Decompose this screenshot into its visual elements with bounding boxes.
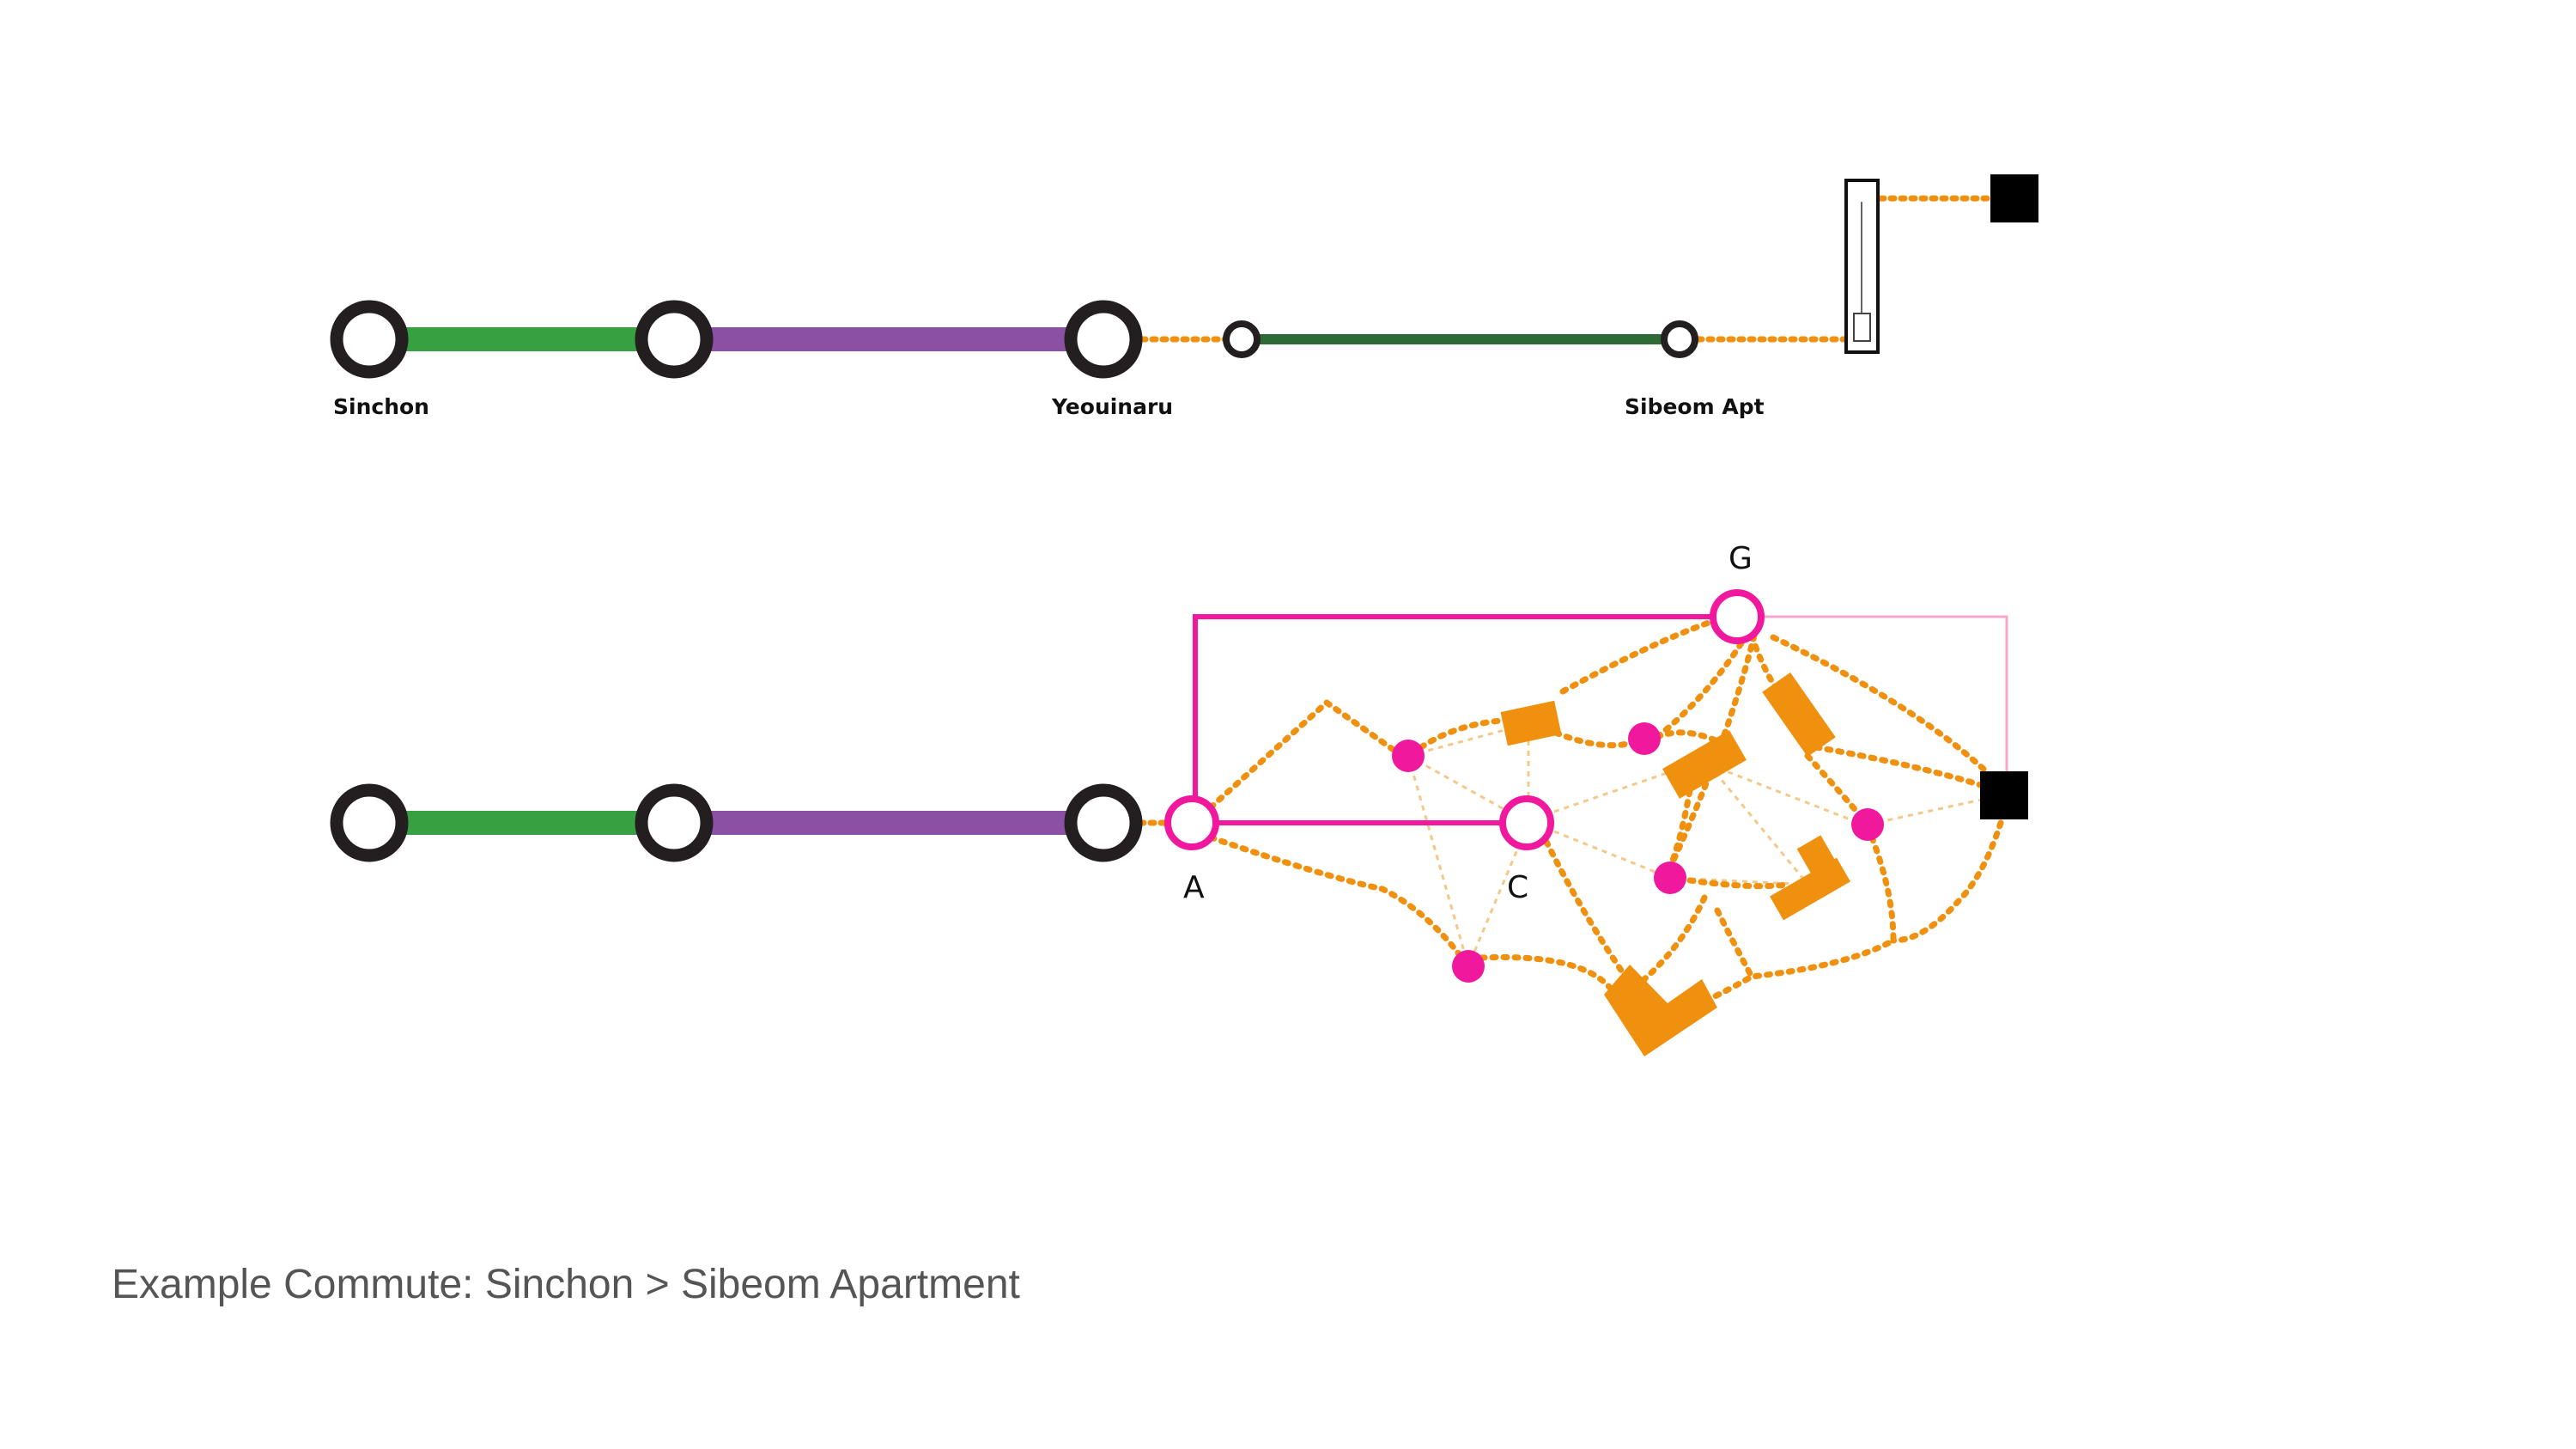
caption: Example Commute: Sinchon > Sibeom Apartm…	[112, 1262, 1020, 1307]
pink-point-icon	[1392, 740, 1425, 772]
node-g	[1710, 589, 1765, 644]
node-label-c: C	[1507, 870, 1528, 905]
station-marker	[1661, 320, 1698, 358]
station-marker	[635, 300, 714, 379]
station-marker	[330, 300, 409, 379]
orange-building-icon	[1500, 700, 1562, 746]
station-label-sinchon: Sinchon	[333, 394, 429, 419]
station-marker	[1064, 300, 1143, 379]
pink-point-icon	[1452, 950, 1485, 983]
orange-building-icon	[1662, 730, 1747, 799]
pink-point-icon	[1654, 861, 1686, 894]
route-top: Sinchon Yeouinaru Sibeom Apt	[330, 174, 2038, 419]
pink-point-icon	[1628, 722, 1661, 755]
destination-square-icon	[1980, 771, 2028, 819]
node-label-a: A	[1183, 870, 1205, 905]
station-marker	[1223, 320, 1261, 358]
orange-building-icon	[1604, 965, 1717, 1056]
station-marker	[635, 783, 714, 862]
pink-points	[1392, 722, 1884, 983]
pink-route	[1193, 614, 2008, 825]
destination-square-icon	[1990, 174, 2038, 222]
node-label-g: G	[1728, 541, 1753, 576]
station-marker	[1064, 783, 1143, 862]
orange-building-icon	[1770, 835, 1850, 921]
walk-network	[1207, 619, 2004, 1008]
route-bottom: A C G	[330, 541, 2028, 1056]
station-label-sibeom-apt: Sibeom Apt	[1625, 394, 1765, 419]
station-marker	[330, 783, 409, 862]
elevator-icon	[1844, 179, 1880, 354]
node-a	[1164, 795, 1219, 850]
orange-building-icon	[1762, 672, 1836, 758]
node-c	[1499, 795, 1554, 850]
station-label-yeouinaru: Yeouinaru	[1051, 394, 1173, 419]
orange-buildings	[1500, 672, 1850, 1056]
pink-point-icon	[1851, 808, 1884, 841]
